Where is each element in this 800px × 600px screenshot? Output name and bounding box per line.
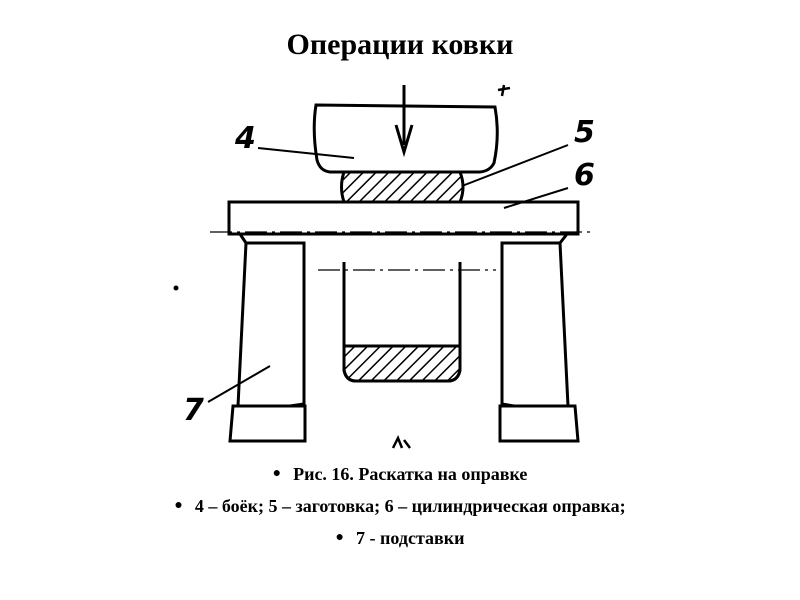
leader-blank <box>461 144 569 187</box>
stray-dot <box>173 285 179 291</box>
leader-mandrel <box>503 187 569 209</box>
right-stand-base <box>498 404 580 443</box>
blank-lower-section <box>342 344 462 383</box>
bottom-mark <box>391 434 411 449</box>
leader-stand <box>207 365 271 403</box>
bullet-icon: ● <box>272 466 282 481</box>
leader-die <box>257 147 355 159</box>
caption-item: ● 7 - подставки <box>0 522 800 554</box>
caption-text: Рис. 16. Раскатка на оправке <box>293 463 528 484</box>
top-mark <box>497 84 511 97</box>
forging-diagram: 4 5 6 7 <box>173 84 595 449</box>
label-blank: 5 <box>574 115 595 150</box>
right-stand-top <box>558 233 569 244</box>
left-stand-base <box>228 404 307 443</box>
caption-item: ● 4 – боёк; 5 – заготовка; 6 – цилиндрич… <box>0 490 800 522</box>
label-mandrel: 6 <box>574 158 595 193</box>
label-die: 4 <box>234 121 256 156</box>
blank-upper-section <box>340 170 465 204</box>
bullet-icon: ● <box>335 530 344 545</box>
right-stand <box>500 241 570 408</box>
caption-text: 7 - подставки <box>356 527 465 548</box>
left-stand <box>236 241 306 408</box>
label-stand: 7 <box>183 393 204 428</box>
caption-list: ● Рис. 16. Раскатка на оправке ● 4 – боё… <box>0 458 800 554</box>
slide-title: Операции ковки <box>286 28 514 61</box>
caption-text: 4 – боёк; 5 – заготовка; 6 – цилиндричес… <box>194 495 626 516</box>
caption-item: ● Рис. 16. Раскатка на оправке <box>0 458 800 490</box>
die-shape <box>312 103 499 174</box>
mandrel-shape <box>227 200 580 236</box>
left-stand-top <box>238 233 248 244</box>
bullet-icon: ● <box>174 498 183 513</box>
force-arrow-head <box>394 124 414 158</box>
